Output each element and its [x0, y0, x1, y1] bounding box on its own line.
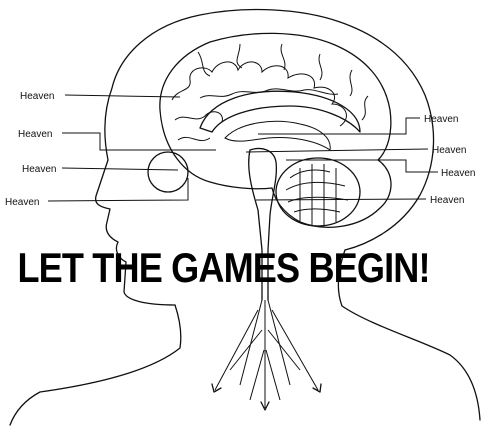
ventricle	[224, 120, 331, 151]
label-right-4: Heaven	[430, 195, 464, 206]
label-left-1: Heaven	[20, 91, 54, 102]
leader-left-4	[47, 178, 189, 202]
leader-right-3	[286, 159, 438, 173]
brain-outline	[159, 32, 392, 228]
leader-right-4	[255, 198, 427, 201]
label-left-2: Heaven	[18, 129, 52, 140]
cerebellum	[275, 157, 361, 227]
spinal-arrow-tips	[211, 383, 322, 411]
label-right-1: Heaven	[424, 114, 458, 125]
leader-left-3	[61, 167, 179, 171]
corpus-callosum	[199, 90, 361, 133]
brainstem	[248, 147, 278, 301]
label-left-3: Heaven	[22, 164, 56, 175]
caption-text: LET THE GAMES BEGIN!	[17, 244, 430, 291]
leader-right-2	[245, 148, 429, 153]
label-right-3: Heaven	[441, 168, 475, 179]
head-outline	[94, 8, 435, 306]
label-right-2: Heaven	[432, 145, 466, 156]
neck-outline	[9, 249, 481, 426]
eye-outline	[147, 151, 189, 193]
spinal-nerves	[214, 299, 319, 408]
brain-gyri	[171, 43, 369, 142]
cerebellum-folia	[285, 164, 349, 226]
leader-left-1	[64, 94, 181, 98]
leader-right-1	[258, 117, 420, 135]
label-left-4: Heaven	[5, 197, 39, 208]
leader-left-2	[62, 132, 216, 151]
